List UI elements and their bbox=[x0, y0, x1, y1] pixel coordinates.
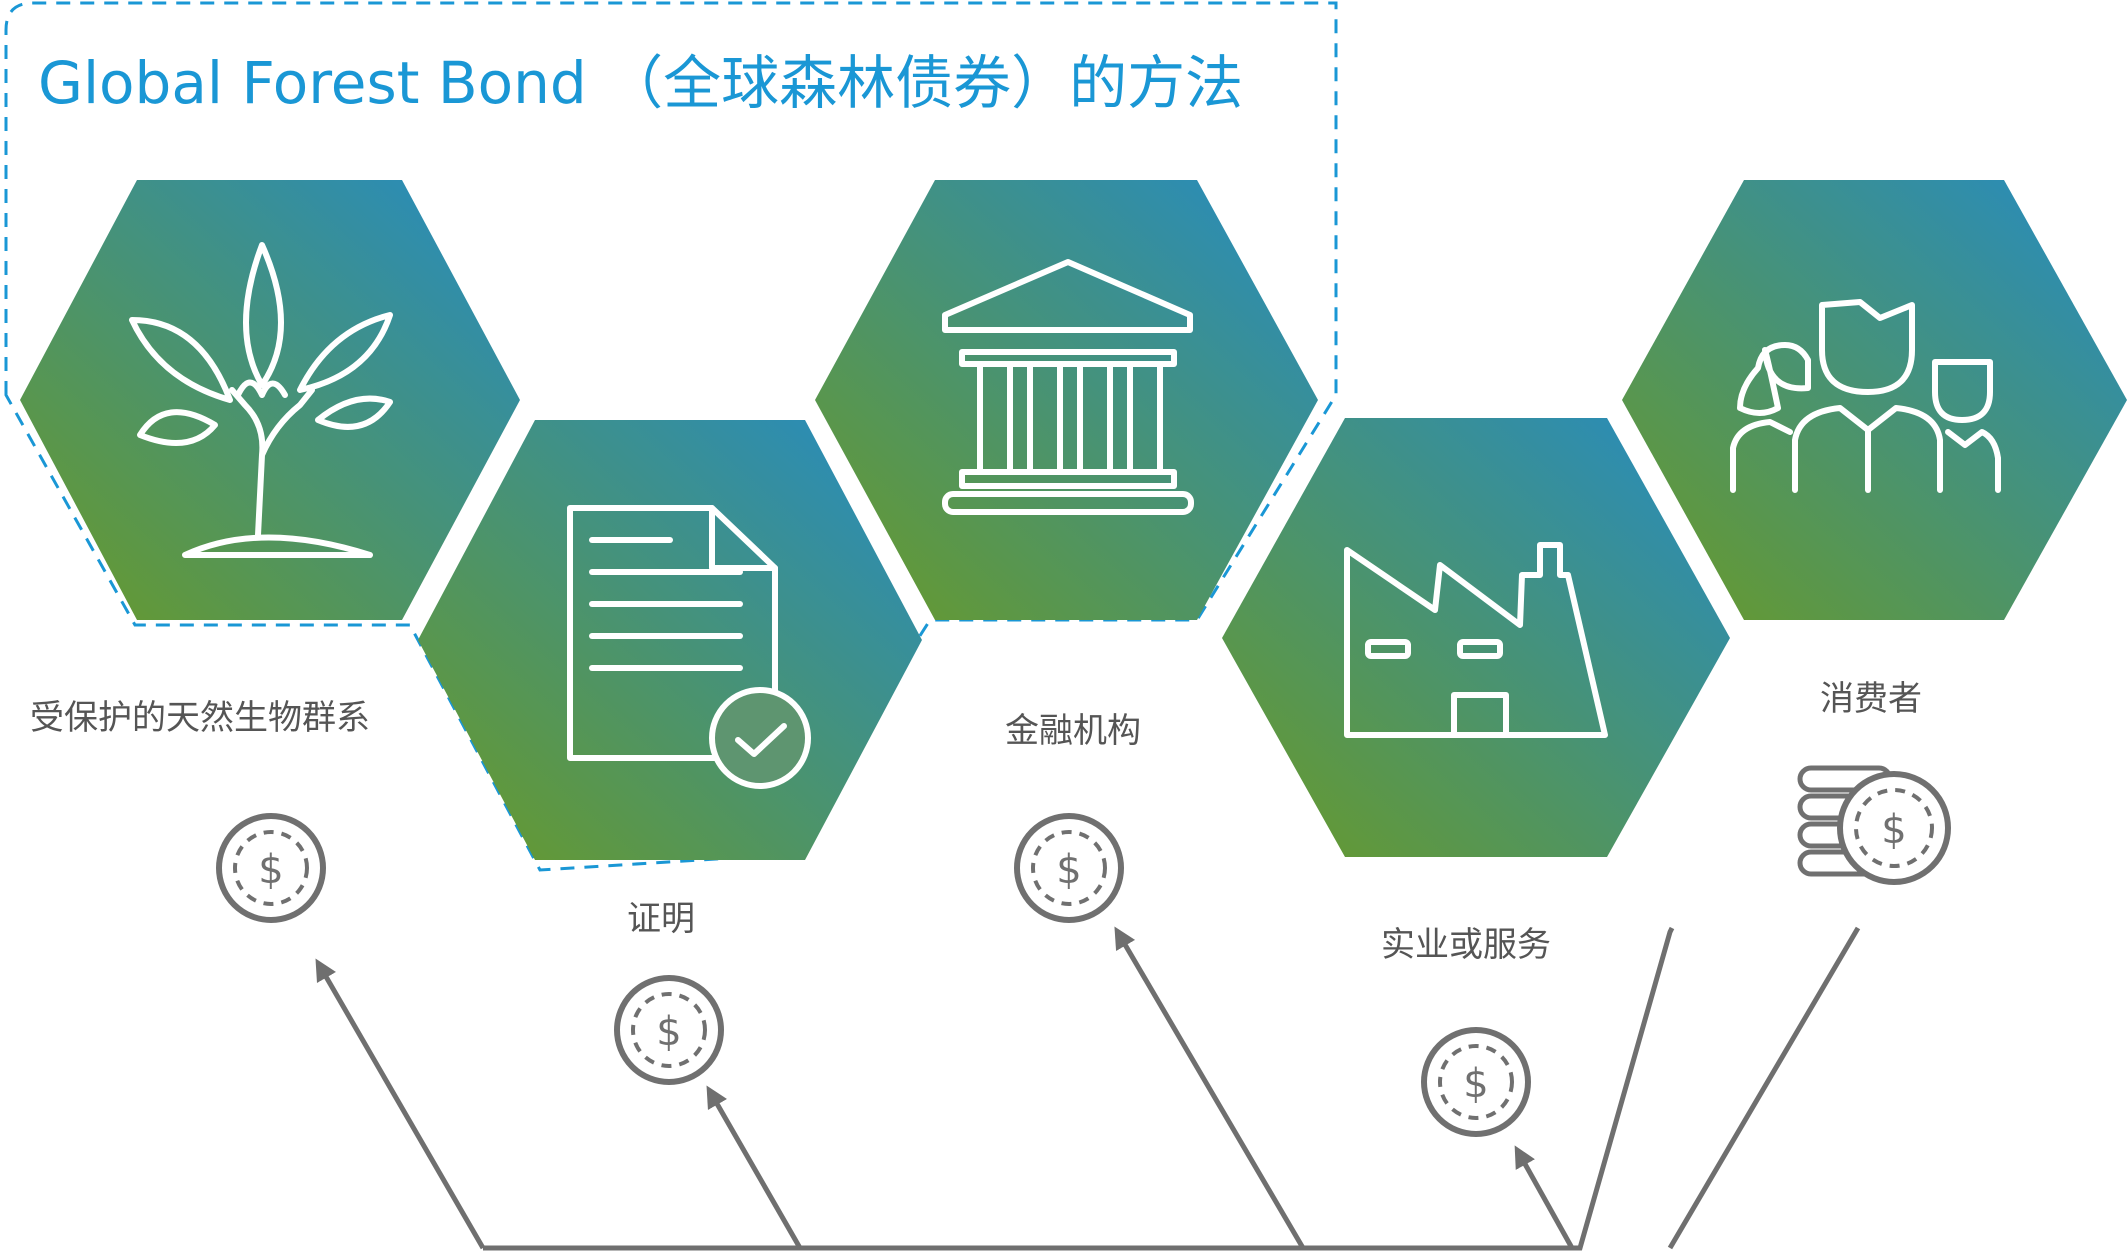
hex-certificate bbox=[418, 420, 922, 860]
coin-symbol: $ bbox=[656, 1009, 681, 1055]
hex-industry bbox=[1222, 418, 1730, 857]
coin-symbol: $ bbox=[1881, 807, 1906, 853]
label-finance: 金融机构 bbox=[1005, 711, 1141, 751]
coin-symbol: $ bbox=[1056, 847, 1081, 893]
hex-finance bbox=[815, 180, 1318, 620]
people-group-icon bbox=[1730, 299, 2001, 493]
page-title: Global Forest Bond （全球森林债券）的方法 bbox=[38, 49, 1243, 117]
coin-symbol: $ bbox=[258, 847, 283, 893]
label-consumer: 消费者 bbox=[1820, 679, 1922, 719]
dollar-coin-icon: $ bbox=[216, 813, 326, 923]
dollar-coin-icon: $ bbox=[1014, 813, 1124, 923]
label-industry: 实业或服务 bbox=[1381, 925, 1551, 965]
coin-symbol: $ bbox=[1463, 1061, 1488, 1107]
factory-icon bbox=[1344, 542, 1608, 738]
hex-nature bbox=[20, 180, 520, 620]
label-certificate: 证明 bbox=[627, 899, 695, 939]
dollar-coin-icon: $ bbox=[1421, 1027, 1531, 1137]
label-nature: 受保护的天然生物群系 bbox=[30, 698, 370, 738]
tree-hand-icon bbox=[129, 242, 393, 558]
bank-building-icon bbox=[942, 259, 1194, 515]
dollar-coin-icon: $ bbox=[614, 975, 724, 1085]
hex-consumer bbox=[1622, 180, 2127, 620]
flow-arrows bbox=[315, 926, 1861, 1251]
document-check-icon bbox=[567, 505, 811, 789]
coin-stack-icon: $ bbox=[1797, 765, 1951, 885]
highlight-dashed-outline bbox=[4, 1, 1338, 872]
